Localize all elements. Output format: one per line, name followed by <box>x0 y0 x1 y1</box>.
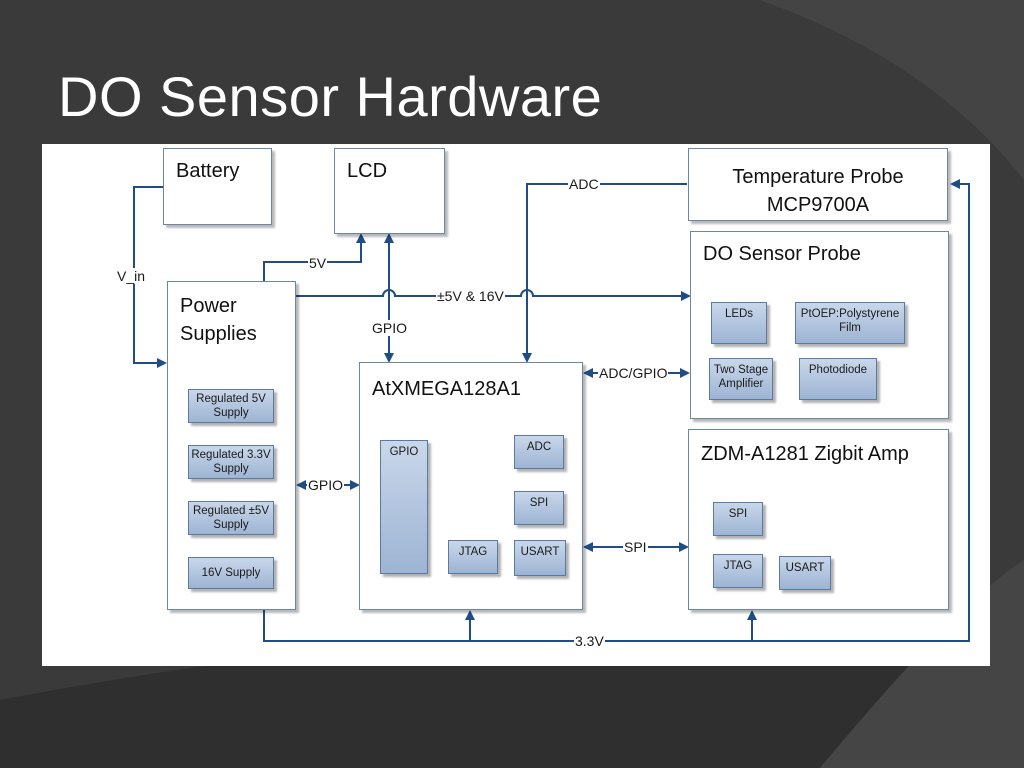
supply-16v-chip: 16V Supply <box>188 557 274 589</box>
v33-connector-label: 3.3V <box>574 633 605 649</box>
regulated-3v3-label-2: Supply <box>213 463 249 475</box>
zigbit-block: ZDM-A1281 Zigbit Amp SPI JTAG USART <box>688 429 949 610</box>
power-supplies-label-2: Supplies <box>180 323 257 345</box>
supply-16v-label: 16V Supply <box>201 567 261 579</box>
zigbit-jtag-chip: JTAG <box>713 554 763 588</box>
ptoep-film-chip: PtOEP:Polystyrene Film <box>795 302 905 344</box>
temp-adc-line <box>522 183 687 363</box>
regulated-pm5v-label: Regulated ±5V <box>192 505 269 517</box>
zigbit-jtag-label: JTAG <box>723 560 753 572</box>
regulated-3v3-label: Regulated 3.3V <box>191 449 271 461</box>
regulated-pm5v-label-2: Supply <box>213 519 249 531</box>
pm5-16-connector-label: ±5V & 16V <box>436 288 505 304</box>
zigbit-spi-label: SPI <box>728 508 748 520</box>
mcu-label: AtXMEGA128A1 <box>372 378 521 400</box>
lcd-block: LCD <box>334 148 445 234</box>
mcu-adc-label: ADC <box>526 441 552 453</box>
mcu-adc-chip: ADC <box>514 435 564 469</box>
ptoep-film-label: PtOEP:Polystyrene <box>800 308 900 320</box>
battery-label: Battery <box>176 160 240 182</box>
do-sensor-probe-label: DO Sensor Probe <box>703 243 861 265</box>
regulated-3v3-chip: Regulated 3.3V Supply <box>188 445 274 479</box>
battery-block: Battery <box>163 148 272 225</box>
photodiode-chip: Photodiode <box>799 358 877 400</box>
ptoep-film-label-2: Film <box>839 322 861 334</box>
regulated-pm5v-chip: Regulated ±5V Supply <box>188 501 274 535</box>
temp-adc-connector-label: ADC <box>568 176 600 192</box>
zigbit-label: ZDM-A1281 Zigbit Amp <box>701 443 909 465</box>
mcu-usart-chip: USART <box>514 540 566 576</box>
leds-chip: LEDs <box>711 302 767 344</box>
power-gpio-connector-label: GPIO <box>307 477 345 493</box>
zigbit-spi-chip: SPI <box>713 502 763 536</box>
regulated-5v-chip: Regulated 5V Supply <box>188 389 274 423</box>
mcu-spi-chip: SPI <box>514 491 564 525</box>
spi-connector-label: SPI <box>623 539 648 555</box>
zigbit-usart-chip: USART <box>779 556 831 590</box>
slide-title: DO Sensor Hardware <box>58 65 603 128</box>
mcu-gpio-chip: GPIO <box>380 440 428 574</box>
temperature-probe-block: Temperature Probe MCP9700A <box>688 148 948 221</box>
power-supplies-block: Power Supplies Regulated 5V Supply Regul… <box>167 281 296 610</box>
mcu-jtag-chip: JTAG <box>448 540 498 574</box>
two-stage-amplifier-label: Two Stage <box>713 364 769 376</box>
leds-label: LEDs <box>724 308 754 320</box>
v33-bus <box>263 179 970 642</box>
two-stage-amplifier-chip: Two Stage Amplifier <box>709 358 773 400</box>
temperature-probe-label: Temperature Probe <box>732 166 904 188</box>
mcu-gpio-label: GPIO <box>389 446 419 458</box>
adc-gpio-connector-label: ADC/GPIO <box>598 365 669 381</box>
mcu-jtag-label: JTAG <box>458 546 488 558</box>
v5-connector-label: 5V <box>308 255 328 271</box>
vin-connector-label: V_in <box>116 268 147 284</box>
regulated-5v-label: Regulated 5V <box>196 393 266 405</box>
mcu-usart-label: USART <box>520 546 560 558</box>
temperature-probe-part: MCP9700A <box>766 194 870 216</box>
block-diagram: Battery LCD Temperature Probe MCP9700A D… <box>42 144 990 666</box>
lcd-label: LCD <box>347 160 388 182</box>
mcu-spi-label: SPI <box>529 497 549 509</box>
zigbit-usart-label: USART <box>785 562 825 574</box>
do-sensor-probe-block: DO Sensor Probe LEDs PtOEP:Polystyrene F… <box>690 231 949 419</box>
regulated-5v-label-2: Supply <box>213 407 249 419</box>
lcd-gpio-connector-label: GPIO <box>371 320 409 336</box>
power-supplies-label: Power <box>180 295 237 317</box>
two-stage-amplifier-label-2: Amplifier <box>718 378 764 390</box>
mcu-block: AtXMEGA128A1 GPIO ADC SPI JTAG USART <box>359 362 583 610</box>
photodiode-label: Photodiode <box>808 364 868 376</box>
